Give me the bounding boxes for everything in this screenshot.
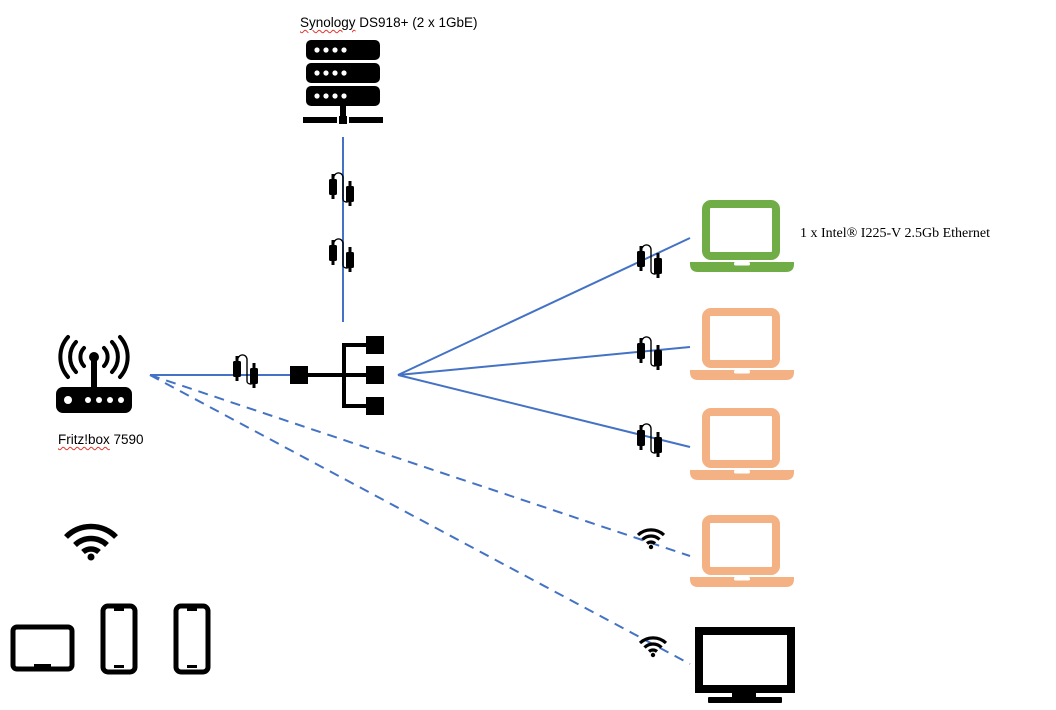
wifi-router-icon [56,335,132,413]
tablet-icon [10,624,75,672]
router-model: 7590 [109,432,144,447]
wifi-link-laptop-4 [149,374,691,557]
nic-label: 1 x Intel® I225-V 2.5Gb Ethernet [800,226,991,241]
wifi-link-monitor [149,374,691,665]
ethernet-cable-icon [328,172,355,207]
router-label: Fritz!box 7590 [58,432,144,447]
laptop-icon [690,312,794,380]
smartphone-icon [173,603,211,675]
link-switch-laptop-3 [397,374,691,448]
ethernet-cable-icon [636,336,663,371]
smartphone-icon [100,603,138,675]
link-switch-laptop-1 [397,237,691,376]
ethernet-cable-icon [636,423,663,458]
wifi-links [149,374,691,665]
ethernet-cable-icon [636,244,663,279]
wifi-signal-icon [64,523,118,561]
network-switch-icon [290,336,384,415]
router-brand: Fritz!box [58,432,110,447]
laptop-icon [690,412,794,480]
wired-links [150,137,691,448]
wifi-signal-icon [638,636,668,659]
ethernet-cable-icon [232,354,259,389]
nas-model: DS918+ (2 x 1GbE) [355,15,478,30]
monitor-icon [695,627,795,703]
nas-brand: Synology [300,15,356,30]
laptop-icon [690,204,794,272]
ethernet-cable-icon [328,238,355,273]
laptop-icon [690,519,794,587]
nas-label: Synology DS918+ (2 x 1GbE) [300,15,477,30]
server-rack-icon [303,40,383,124]
link-switch-laptop-2 [397,346,691,376]
